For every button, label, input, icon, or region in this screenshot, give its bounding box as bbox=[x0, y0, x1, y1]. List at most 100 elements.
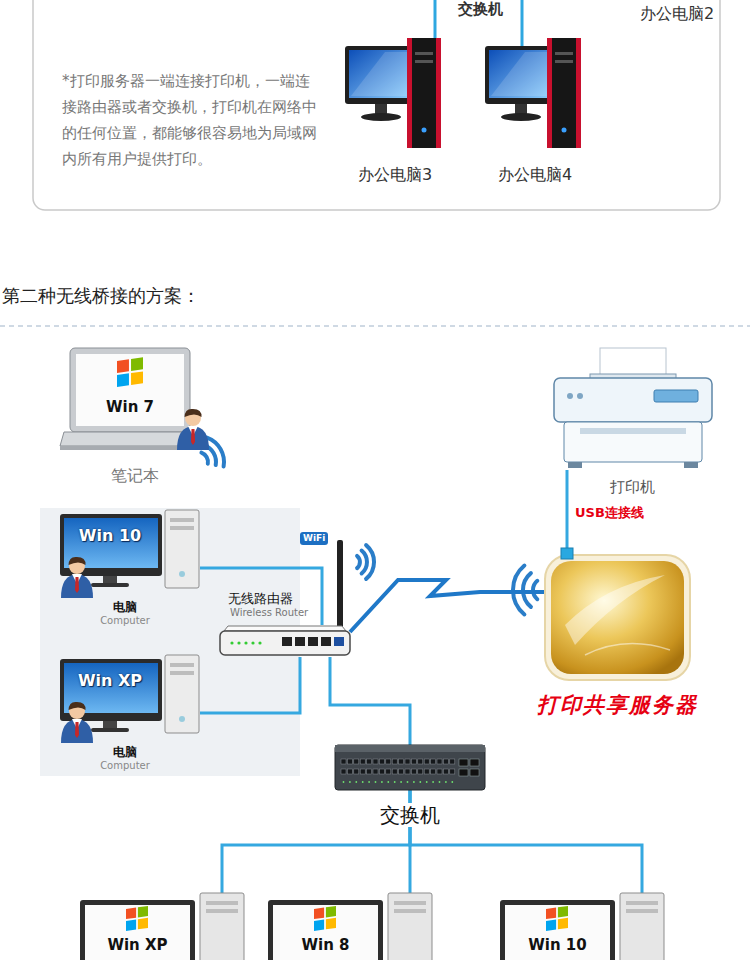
port-led bbox=[426, 781, 428, 783]
switch-port bbox=[450, 769, 455, 774]
logo-pane bbox=[117, 359, 129, 373]
device-label: 打印机 bbox=[550, 478, 715, 496]
switch-port bbox=[341, 769, 346, 774]
pc-tower bbox=[407, 38, 441, 148]
lan-background bbox=[40, 508, 300, 776]
output-slot bbox=[580, 428, 686, 434]
port-led bbox=[387, 781, 389, 783]
monitor-stand bbox=[515, 104, 527, 114]
port-led bbox=[432, 781, 434, 783]
sfp-port bbox=[459, 769, 468, 776]
drive-slot bbox=[394, 901, 426, 905]
computer-label: 办公电脑2 bbox=[640, 4, 714, 25]
logo-pane bbox=[314, 908, 324, 920]
port-led bbox=[394, 781, 396, 783]
computer-node: Win 10电脑Computer bbox=[55, 510, 200, 590]
network-cable bbox=[200, 568, 322, 625]
logo-pane bbox=[546, 908, 556, 920]
logo-pane bbox=[131, 357, 143, 371]
wifi-wave bbox=[357, 556, 360, 568]
printer-display bbox=[654, 390, 698, 402]
note-text: *打印服务器一端连接打印机，一端连 接路由器或者交换机，打印机在网络中 的任何位… bbox=[62, 68, 324, 172]
device-illustration bbox=[335, 745, 485, 790]
device-sublabel: Wireless Router bbox=[230, 607, 308, 619]
drive-slot bbox=[626, 901, 658, 905]
logo-pane bbox=[131, 371, 143, 385]
network-wire bbox=[434, 0, 437, 38]
drive-slot bbox=[555, 60, 573, 63]
port-led bbox=[439, 781, 441, 783]
screen-glare bbox=[491, 52, 551, 96]
os-label: Win 7 bbox=[76, 398, 184, 416]
user-tie bbox=[75, 577, 79, 593]
switch-port bbox=[443, 769, 448, 774]
monitor-frame bbox=[268, 900, 383, 960]
laptop-lid bbox=[70, 348, 190, 432]
logo-pane bbox=[138, 918, 148, 930]
monitor-stand bbox=[103, 576, 117, 583]
printer-body bbox=[554, 378, 712, 422]
logo-pane bbox=[558, 918, 568, 930]
monitor-base bbox=[91, 583, 129, 587]
sfp-port bbox=[470, 759, 479, 766]
os-label: Win 10 bbox=[64, 526, 156, 545]
power-light bbox=[422, 128, 427, 133]
switch-port bbox=[386, 759, 391, 764]
device-label: 电脑 bbox=[85, 600, 165, 614]
office-computer: 办公电脑4 bbox=[485, 38, 585, 153]
device-illustration bbox=[268, 893, 433, 960]
switch-port bbox=[360, 759, 365, 764]
monitor-frame bbox=[80, 900, 195, 960]
network-cable bbox=[330, 657, 410, 745]
pc-tower bbox=[547, 38, 581, 148]
pc-tower bbox=[620, 893, 664, 960]
drive-slot bbox=[415, 52, 433, 55]
port-led bbox=[375, 781, 377, 783]
port-led bbox=[343, 781, 345, 783]
section-heading: 第二种无线桥接的方案： bbox=[2, 284, 200, 308]
user-hair bbox=[69, 557, 86, 565]
monitor-frame bbox=[60, 659, 162, 721]
switch-port bbox=[399, 769, 404, 774]
status-led bbox=[251, 641, 254, 644]
switch-port bbox=[354, 759, 359, 764]
port-led bbox=[355, 781, 357, 783]
drive-slot bbox=[394, 909, 426, 913]
monitor-screen bbox=[64, 663, 158, 713]
tower-stripe bbox=[576, 38, 581, 148]
network-wire bbox=[521, 0, 524, 46]
os-label: Win XP bbox=[64, 671, 156, 690]
tower-stripe bbox=[547, 38, 552, 148]
port-led bbox=[368, 781, 370, 783]
device-label: 打印共享服务器 bbox=[520, 692, 715, 717]
screen-glare bbox=[351, 52, 411, 96]
windows-logo bbox=[117, 357, 143, 387]
laptop-screen bbox=[76, 354, 184, 426]
switch-port bbox=[418, 769, 423, 774]
switch-port bbox=[424, 769, 429, 774]
logo-pane bbox=[126, 919, 136, 931]
switch-top bbox=[335, 745, 485, 752]
monitor-stand bbox=[375, 104, 387, 114]
network-switch: 交换机 bbox=[335, 745, 485, 790]
server-glow bbox=[545, 555, 690, 680]
monitor-base bbox=[91, 728, 129, 732]
user-hair bbox=[69, 702, 86, 710]
router-body bbox=[220, 631, 350, 655]
user-icon bbox=[61, 702, 93, 743]
switch-port bbox=[373, 769, 378, 774]
windows-logo bbox=[546, 906, 568, 931]
logo-pane bbox=[126, 908, 136, 920]
lan-port bbox=[282, 637, 292, 646]
logo-pane bbox=[138, 906, 148, 918]
device-label: 交换机 bbox=[374, 803, 446, 827]
logo-pane bbox=[546, 919, 556, 931]
status-led bbox=[244, 641, 247, 644]
user-body bbox=[61, 719, 93, 743]
switch-port bbox=[347, 759, 352, 764]
port-led bbox=[381, 781, 383, 783]
monitor-frame bbox=[500, 900, 615, 960]
device-illustration bbox=[345, 38, 445, 153]
device-illustration bbox=[220, 625, 350, 657]
printer-button bbox=[577, 393, 583, 399]
